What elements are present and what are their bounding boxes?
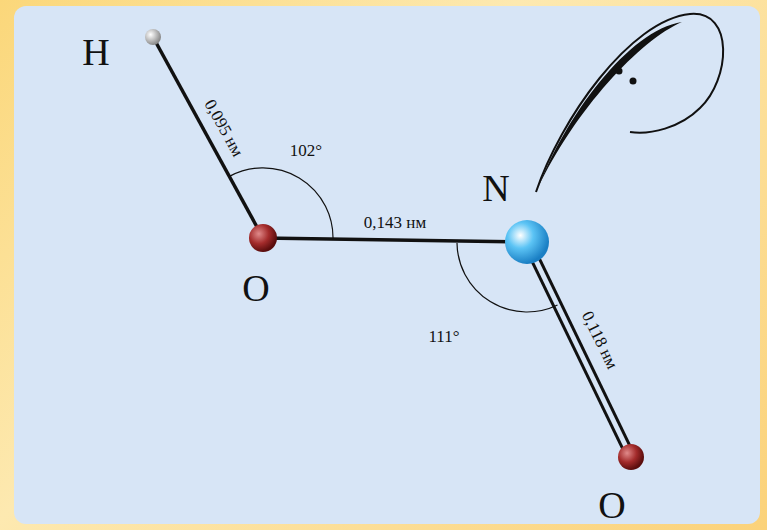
oxygen-atom	[249, 224, 277, 252]
angle-arc	[229, 168, 333, 239]
atom-symbol: O	[598, 486, 625, 524]
lone-pair-orbital	[536, 14, 723, 192]
bond-angle: 111°	[428, 328, 459, 345]
o-n-bond	[263, 238, 527, 242]
o-h-bond	[153, 37, 263, 238]
electron-dot	[616, 68, 623, 75]
atom-symbol: N	[482, 169, 509, 207]
hydrogen-atom	[145, 29, 161, 45]
atom-symbol: O	[242, 269, 269, 307]
electron-dot	[630, 78, 637, 85]
lone-pair-orbital	[538, 22, 682, 188]
oxygen-atom	[618, 444, 644, 470]
n-o-double-bond	[531, 240, 635, 455]
bond-length: 0,143 нм	[364, 214, 426, 231]
panel	[14, 6, 760, 524]
bond-angle: 102°	[290, 142, 322, 159]
n-o-double-bond	[524, 244, 628, 459]
nitrogen-atom	[505, 220, 549, 264]
atom-symbol: H	[82, 33, 109, 71]
